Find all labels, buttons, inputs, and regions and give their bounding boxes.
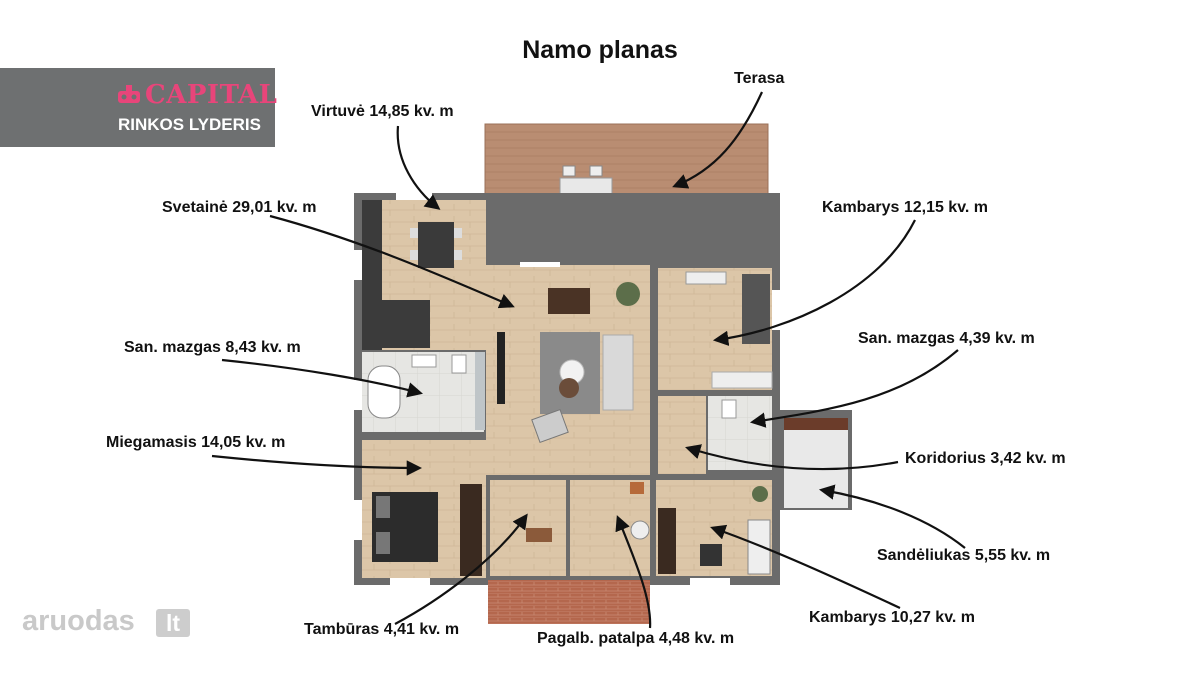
arrow-kambarys2 — [710, 524, 901, 609]
arrow-pagalb — [615, 515, 652, 629]
page-title: Namo planas — [522, 36, 678, 64]
label-san-mazgas-1: San. mazgas 8,43 kv. m — [124, 339, 301, 356]
crown-icon — [118, 85, 140, 103]
label-virtuve: Virtuvė 14,85 kv. m — [311, 103, 454, 120]
arrow-san2 — [749, 349, 959, 428]
arrow-kambarys1 — [712, 219, 916, 346]
room-storage — [784, 418, 848, 508]
arrow-sandeliukas — [818, 484, 966, 549]
label-pagalb: Pagalb. patalpa 4,48 kv. m — [537, 630, 735, 647]
label-sandeliukas: Sandėliukas 5,55 kv. m — [877, 547, 1051, 564]
logo-brand-text: CAPITAL — [145, 80, 278, 110]
logo-tagline: RINKOS LYDERIS — [118, 115, 261, 134]
label-kambarys-2: Kambarys 10,27 kv. m — [809, 609, 976, 626]
watermark-badge: lt — [156, 609, 190, 637]
label-miegamasis: Miegamasis 14,05 kv. m — [106, 434, 286, 451]
entrance-porch — [488, 580, 650, 624]
arrow-virtuve — [396, 125, 441, 210]
arrow-san1 — [221, 358, 423, 398]
brand-logo: CAPITAL RINKOS LYDERIS — [0, 68, 278, 147]
arrow-terasa — [672, 91, 763, 189]
watermark-text: aruodas — [22, 605, 135, 637]
label-tamburas: Tambūras 4,41 kv. m — [304, 621, 460, 638]
label-kambarys-1: Kambarys 12,15 kv. m — [822, 199, 989, 216]
label-koridorius: Koridorius 3,42 kv. m — [905, 450, 1066, 467]
room-bathroom-2 — [708, 396, 772, 470]
arrow-koridorius — [685, 444, 899, 471]
label-svetaine: Svetainė 29,01 kv. m — [162, 199, 317, 216]
arrow-miegamasis — [211, 454, 423, 476]
arrow-tamburas — [394, 513, 528, 625]
label-terasa: Terasa — [734, 70, 785, 87]
label-san-mazgas-2: San. mazgas 4,39 kv. m — [858, 330, 1035, 347]
room-corridor — [658, 396, 706, 474]
arrow-svetaine — [269, 214, 515, 309]
